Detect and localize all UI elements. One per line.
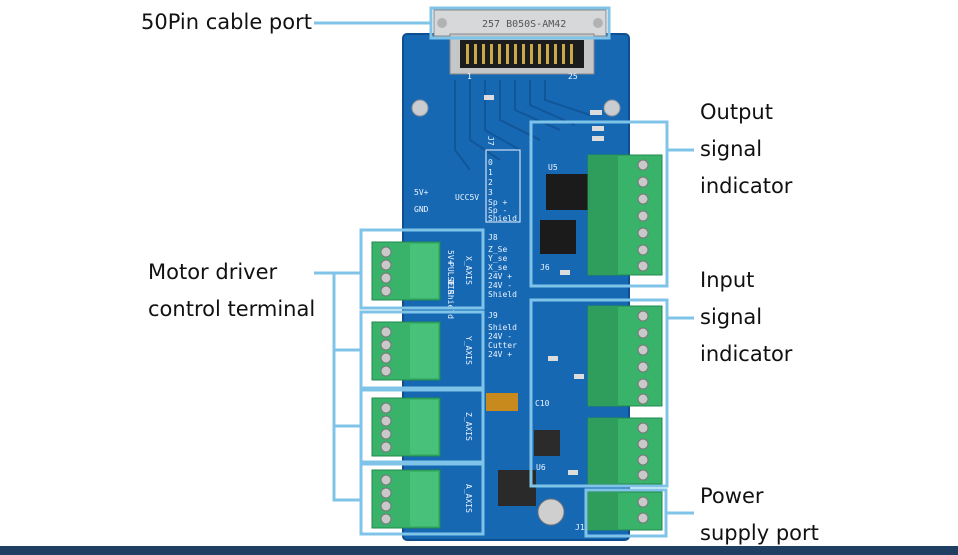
- pin-1-label: 1: [467, 72, 472, 81]
- j7-pin: 1: [488, 168, 493, 177]
- j9-pin: Cutter: [488, 341, 517, 350]
- j8-pin: Y_se: [488, 254, 507, 263]
- input-signal-line: indicator: [700, 342, 793, 366]
- terminal-pin-label: PULSE: [446, 262, 455, 286]
- output-signal-line: signal: [700, 137, 763, 161]
- power-terminal: [587, 491, 663, 531]
- input-terminal: [587, 305, 663, 485]
- power-supply-line: supply port: [700, 521, 819, 545]
- j9-label: J9: [488, 311, 498, 320]
- connector-part-text: 257 B050S-AM42: [482, 19, 566, 30]
- j7-label: J7: [486, 136, 495, 146]
- silk-u5: U5: [548, 163, 558, 172]
- power-supply-label: Power supply port: [700, 478, 819, 552]
- terminal-a-axis: A_AXIS: [371, 469, 473, 529]
- cable-port-label: 50Pin cable port: [141, 10, 312, 34]
- 50pin-connector: 257 B050S-AM42 1 25: [433, 9, 607, 81]
- motor-driver-label: Motor driver control terminal: [148, 254, 315, 328]
- motor-driver-line: control terminal: [148, 297, 316, 321]
- a-axis-label: A_AXIS: [464, 484, 473, 513]
- pin-25-label: 25: [568, 72, 578, 81]
- j8-pin: X_se: [488, 263, 507, 272]
- silk-gnd: GND: [414, 205, 429, 214]
- motor-driver-line: Motor driver: [148, 260, 278, 284]
- output-signal-label: Output signal indicator: [700, 94, 792, 205]
- j7-pin: 2: [488, 178, 493, 187]
- j7-pin: Sp +: [488, 198, 507, 207]
- j7-pins: 0 1 2 3 Sp + Sp - Shield: [488, 158, 517, 223]
- j9-pin: 24V -: [488, 332, 512, 341]
- y-axis-label: Y_AXIS: [464, 336, 473, 365]
- j7-pin: Sp -: [488, 206, 507, 215]
- silk-5v: 5V+: [414, 188, 429, 197]
- z-axis-label: Z_AXIS: [464, 412, 473, 441]
- silk-ucc5v: UCC5V: [455, 193, 479, 202]
- motor-terminals: X_AXIS Y_AXIS Z_AXIS A_AXIS 5V+ PUL: [371, 241, 473, 529]
- silk-j10: J10: [575, 523, 590, 532]
- j7-pin: 0: [488, 158, 493, 167]
- callout-box-x-terminal: [359, 228, 485, 310]
- terminal-pin-label: 5V+: [446, 250, 455, 265]
- j8-pin: 24V -: [488, 281, 512, 290]
- j7-pin-table: J7: [485, 136, 521, 223]
- leader-motor: [314, 271, 361, 502]
- terminal-z-axis: Z_AXIS: [371, 397, 473, 457]
- terminal-x-axis: X_AXIS: [371, 241, 473, 301]
- power-supply-line: Power: [700, 484, 764, 508]
- input-signal-line: signal: [700, 305, 763, 329]
- x-axis-label: X_AXIS: [464, 256, 473, 285]
- bottom-bar: [0, 546, 958, 555]
- misc-silkscreen: 5V+ GND UCC5V U5 U6 C10 J6 J10: [414, 163, 590, 532]
- j8-pins: J8 Z_Se Y_se X_se 24V + 24V - Shield: [488, 233, 517, 299]
- callouts: [314, 6, 694, 538]
- terminal-pin-label: DIR: [446, 280, 455, 295]
- silk-c10: C10: [535, 399, 550, 408]
- output-signal-line: indicator: [700, 174, 793, 198]
- j8-pin: Shield: [488, 290, 517, 299]
- terminal-pin-label: Shield: [446, 290, 455, 319]
- input-signal-label: Input signal indicator: [700, 262, 792, 373]
- j9-pins: J9 Shield 24V - Cutter 24V +: [488, 311, 517, 359]
- silk-j6: J6: [540, 263, 550, 272]
- output-terminal: [587, 154, 663, 276]
- output-signal-line: Output: [700, 100, 773, 124]
- j9-pin: Shield: [488, 323, 517, 332]
- callout-box-output: [529, 120, 669, 288]
- j8-pin: 24V +: [488, 272, 512, 281]
- j8-label: J8: [488, 233, 498, 242]
- silk-u6: U6: [536, 463, 546, 472]
- terminal-y-axis: Y_AXIS: [371, 321, 473, 381]
- j8-pin: Z_Se: [488, 245, 507, 254]
- j7-pin: 3: [488, 188, 493, 197]
- callout-box-input: [529, 298, 669, 488]
- input-signal-line: Input: [700, 268, 755, 292]
- j7-pin: Shield: [488, 214, 517, 223]
- j9-pin: 24V +: [488, 350, 512, 359]
